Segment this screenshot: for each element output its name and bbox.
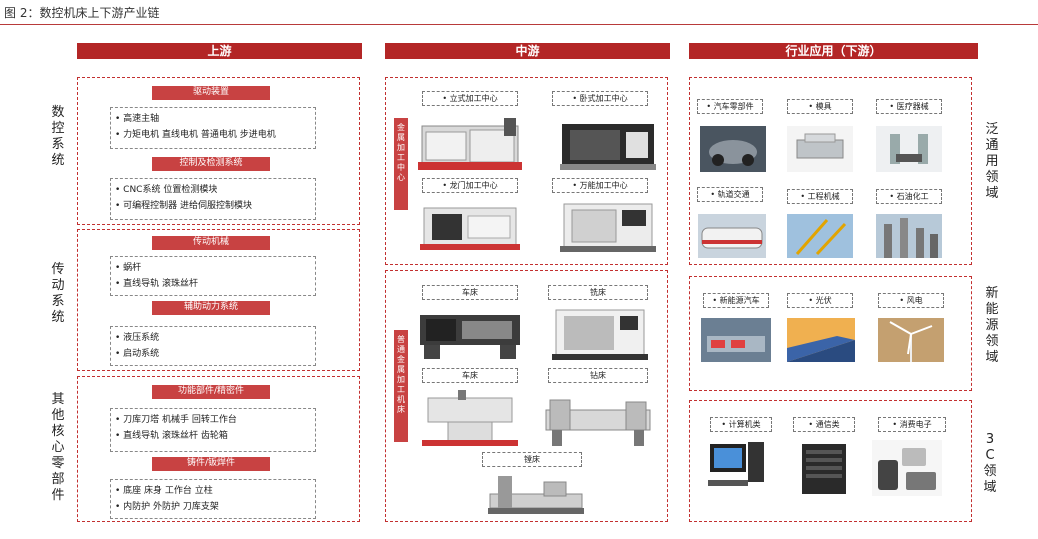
nev-image [701, 318, 771, 362]
3c-label: 3C领域 [982, 432, 1002, 496]
3c-group [689, 400, 972, 522]
3c-label-text: 3C领域 [983, 432, 997, 495]
func-list: • 刀库刀塔 机械手 回转工作台 • 直线导轨 滚珠丝杆 齿轮箱 [110, 408, 316, 452]
transmission-group [77, 229, 360, 371]
mech-list: • 蜗杆 • 直线导轨 滚珠丝杆 [110, 256, 316, 296]
gantry-mc-image [420, 207, 520, 250]
list-item: • 可编程控制器 进给伺服控制模块 [115, 201, 253, 211]
communication-image [802, 444, 846, 494]
upstream-header: 上游 [77, 43, 362, 59]
tag-petrochem: • 石油化工 [876, 189, 942, 204]
tag-drilling: 钻床 [548, 368, 648, 383]
cnc-system-label: 数控系统 [51, 105, 65, 168]
metal-center-bar-label: 金属加工中心 [397, 123, 405, 182]
lathe-image [420, 315, 520, 359]
rail-image [698, 214, 766, 258]
tag-vertical-mc: • 立式加工中心 [422, 91, 518, 106]
func-title: 功能部件/精密件 [152, 385, 270, 399]
general-field-label: 泛通用领域 [985, 122, 999, 201]
drilling-image [545, 399, 651, 446]
other-components-label: 其他核心零部件 [51, 392, 65, 503]
tag-milling: 铣床 [548, 285, 648, 300]
control-title: 控制及检测系统 [152, 157, 270, 171]
tag-lathe-2: 车床 [422, 368, 518, 383]
title-rule [0, 24, 1038, 25]
tag-boring: 镗床 [482, 452, 582, 467]
list-item: • 直线导轨 滚珠丝杆 齿轮箱 [115, 431, 228, 441]
lathe-2-image [422, 390, 518, 446]
cast-list: • 底座 床身 工作台 立柱 • 内防护 外防护 刀库支架 [110, 479, 316, 519]
tag-construction: • 工程机械 [787, 189, 853, 204]
list-item: • 刀库刀塔 机械手 回转工作台 [115, 415, 237, 425]
list-item: • 启动系统 [115, 349, 160, 359]
cast-title: 铸件/钣焊件 [152, 457, 270, 471]
ordinary-machine-group [385, 270, 668, 522]
drive-list: • 高速主轴 • 力矩电机 直线电机 普通电机 步进电机 [110, 107, 316, 149]
universal-mc-image [560, 203, 656, 252]
downstream-header: 行业应用（下游） [689, 43, 978, 59]
tag-communication: • 通信类 [793, 417, 855, 432]
list-item: • 蜗杆 [115, 263, 142, 273]
other-components-group [77, 376, 360, 522]
new-energy-group [689, 276, 972, 391]
aux-list: • 液压系统 • 启动系统 [110, 326, 316, 366]
aux-title: 辅助动力系统 [152, 301, 270, 315]
tag-medical: • 医疗器械 [876, 99, 942, 114]
general-field-group [689, 77, 972, 265]
tag-gantry-mc: • 龙门加工中心 [422, 178, 518, 193]
new-energy-label: 新能源领域 [985, 286, 999, 365]
transmission-label: 传动系统 [51, 262, 65, 325]
computer-image [708, 442, 764, 486]
cnc-system-group [77, 77, 360, 225]
midstream-header: 中游 [385, 43, 670, 59]
ordinary-machine-bar-label: 普通金属加工机床 [397, 335, 405, 414]
tag-nev: • 新能源汽车 [703, 293, 769, 308]
list-item: • 力矩电机 直线电机 普通电机 步进电机 [115, 130, 276, 140]
tag-computer: • 计算机类 [710, 417, 772, 432]
tag-consumer-electronics: • 消费电子 [878, 417, 946, 432]
tag-pv: • 光伏 [787, 293, 853, 308]
consumer-electronics-image [872, 440, 942, 496]
control-list: • CNC系统 位置检测模块 • 可编程控制器 进给伺服控制模块 [110, 178, 316, 220]
list-item: • 高速主轴 [115, 114, 160, 124]
list-item: • CNC系统 位置检测模块 [115, 185, 218, 195]
list-item: • 底座 床身 工作台 立柱 [115, 486, 213, 496]
medical-image [876, 126, 942, 172]
metal-center-group [385, 77, 668, 265]
list-item: • 直线导轨 滚珠丝杆 [115, 279, 199, 289]
list-item: • 内防护 外防护 刀库支架 [115, 502, 219, 512]
vertical-mc-image [418, 118, 522, 170]
tag-rail: • 轨道交通 [697, 187, 763, 202]
wind-image [878, 318, 944, 362]
boring-image [488, 476, 584, 514]
horizontal-mc-image [560, 124, 656, 170]
list-item: • 液压系统 [115, 333, 160, 343]
mech-title: 传动机械 [152, 236, 270, 250]
tag-horizontal-mc: • 卧式加工中心 [552, 91, 648, 106]
pv-image [787, 318, 855, 362]
tag-universal-mc: • 万能加工中心 [552, 178, 648, 193]
metal-center-bar: 金属加工中心 [394, 118, 408, 210]
petrochem-image [876, 214, 942, 258]
drive-title: 驱动装置 [152, 86, 270, 100]
construction-image [787, 214, 853, 258]
tag-auto-parts: • 汽车零部件 [697, 99, 763, 114]
tag-lathe: 车床 [422, 285, 518, 300]
milling-image [552, 309, 648, 360]
ordinary-machine-bar: 普通金属加工机床 [394, 330, 408, 442]
auto-parts-image [700, 126, 766, 172]
figure-title: 图 2：数控机床上下游产业链 [4, 6, 160, 20]
tag-mold: • 模具 [787, 99, 853, 114]
tag-wind: • 风电 [878, 293, 944, 308]
mold-image [787, 126, 853, 172]
